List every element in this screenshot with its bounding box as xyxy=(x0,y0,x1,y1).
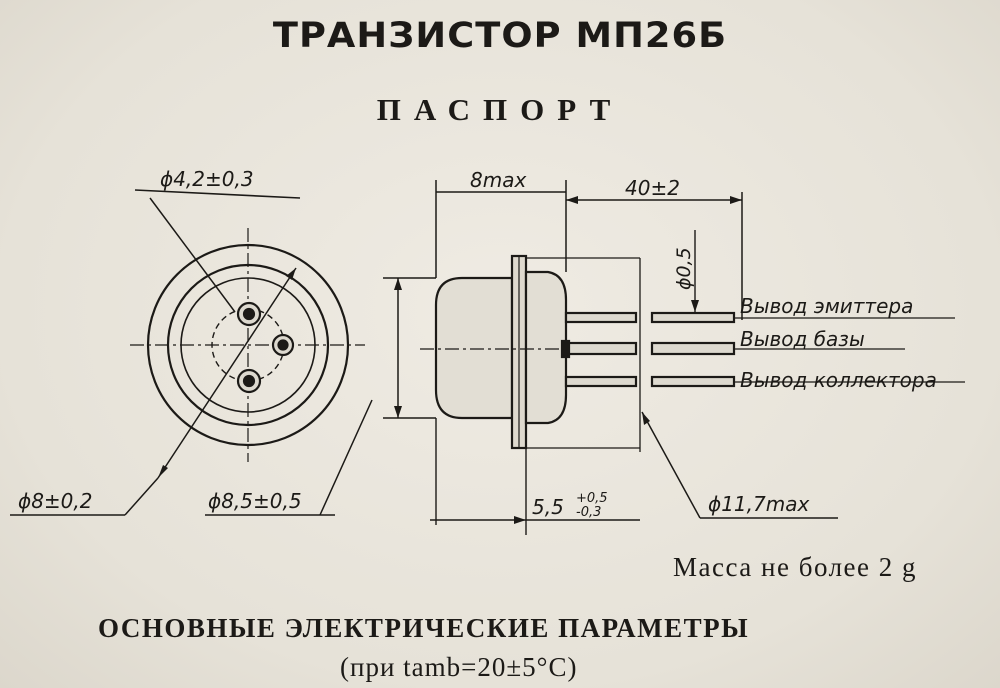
document-title: ТРАНЗИСТОР МП26Б xyxy=(272,16,728,56)
side-base xyxy=(524,270,568,425)
dim-flange-tol-upper: +0,5 xyxy=(576,491,608,506)
dim-flange-tol-lower: -0,3 xyxy=(576,505,601,520)
side-body xyxy=(434,276,514,420)
pin-emitter xyxy=(236,301,262,327)
lead-base-label: Вывод базы xyxy=(740,327,865,351)
mass-note: Масса не более 2 g xyxy=(673,552,918,582)
side-view xyxy=(383,180,965,535)
document-subtitle: ПАСПОРТ xyxy=(376,92,624,127)
lead-base xyxy=(560,339,736,359)
lead-emitter-label: Вывод эмиттера xyxy=(740,294,913,318)
dim-outer-label: ϕ8,5±0,5 xyxy=(208,489,302,513)
lead-collector-label: Вывод коллектора xyxy=(740,368,937,392)
dim-body-length-label: 8max xyxy=(470,168,526,192)
section-heading: ОСНОВНЫЕ ЭЛЕКТРИЧЕСКИЕ ПАРАМЕТРЫ xyxy=(98,613,750,643)
conditions-note: (при tamb=20±5°C) xyxy=(340,652,578,682)
leader-inner xyxy=(157,267,297,479)
leader-top xyxy=(134,189,301,199)
leader-flange xyxy=(641,411,701,519)
dim-flange-label: 5,5 xyxy=(532,495,564,519)
lead-emitter xyxy=(564,311,736,324)
pin-collector xyxy=(236,368,262,394)
front-view xyxy=(10,189,373,516)
leader-pin-circle xyxy=(149,197,236,313)
pin-base xyxy=(271,333,295,357)
dim-lead-diameter-label: ϕ0,5 xyxy=(673,247,695,290)
leader-outer xyxy=(319,399,373,516)
lead-collector xyxy=(564,375,736,388)
dim-flange-diameter-label: ϕ11,7max xyxy=(708,492,809,516)
dim-pin-circle-label: ϕ4,2±0,3 xyxy=(160,167,254,191)
dim-inner-label: ϕ8±0,2 xyxy=(18,489,92,513)
dim-lead-length-label: 40±2 xyxy=(625,176,680,200)
